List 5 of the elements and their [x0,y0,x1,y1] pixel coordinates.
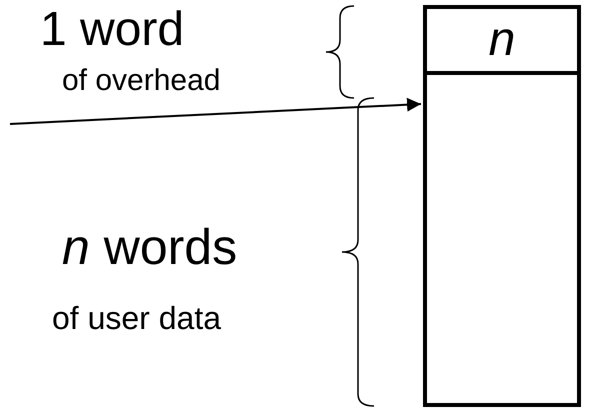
size-label: n words [62,222,238,272]
size-caption: of user data [52,302,221,334]
size-label: 1 word [40,6,184,54]
pointer-arrow [10,98,422,125]
size-caption: of overhead [62,66,220,96]
